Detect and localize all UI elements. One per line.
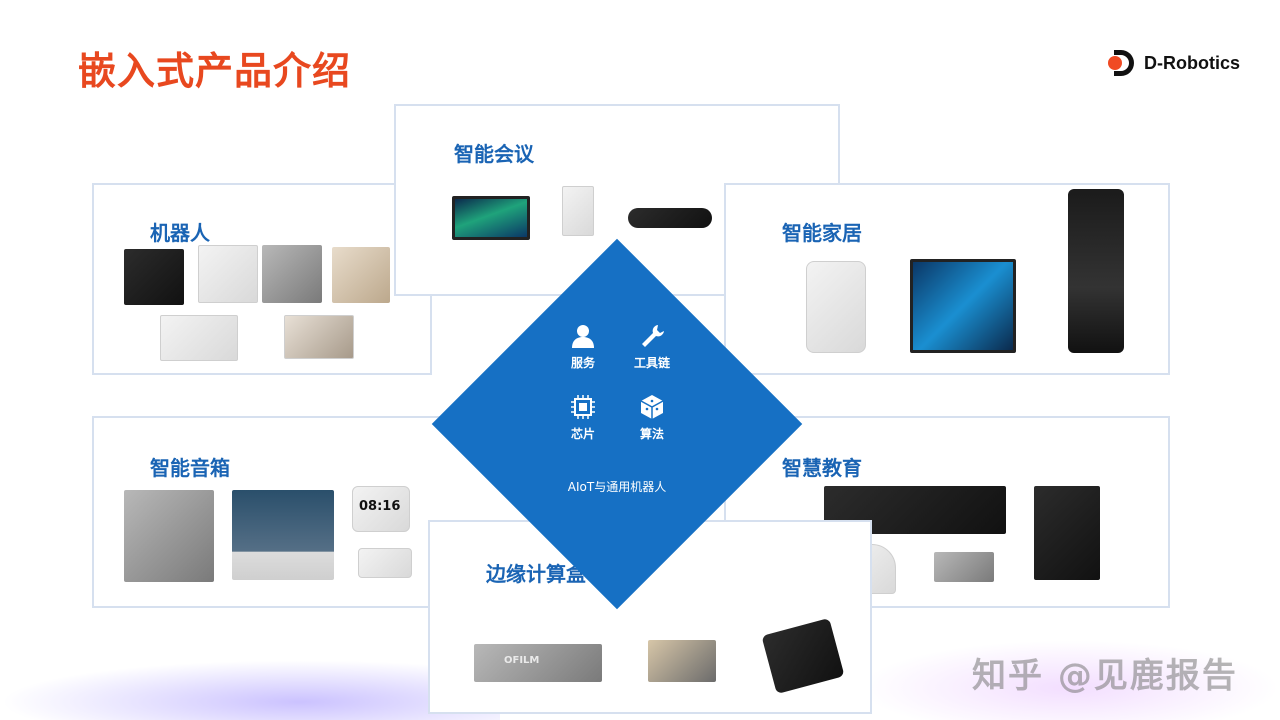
companion-robot-image (284, 315, 354, 359)
card-title: 机器人 (150, 221, 210, 245)
smart-mirror-image (1068, 189, 1124, 353)
center-label: 芯片 (570, 427, 595, 441)
robot-vacuum-image (332, 247, 390, 303)
page-title: 嵌入式产品介绍 (78, 49, 352, 93)
box-brand-label: OFILM (504, 655, 540, 666)
logo-text: D-Robotics (1144, 52, 1240, 73)
wrench-icon (642, 325, 664, 347)
chip-icon (571, 395, 595, 419)
edge-module-image (761, 617, 845, 695)
edge-board-image (648, 640, 716, 682)
clock-readout: 08:16 (359, 499, 401, 514)
edge-box-image: OFILM (474, 644, 602, 682)
center-item-chip: 芯片 (553, 393, 613, 442)
projector-image (124, 490, 214, 582)
card-title: 智慧教育 (782, 456, 862, 480)
center-label: 算法 (639, 427, 664, 441)
watermark: 知乎 @见鹿报告 (972, 656, 1238, 696)
cube-icon (640, 395, 664, 419)
card-title: 智能音箱 (150, 456, 230, 480)
background-glow-right (860, 640, 1280, 720)
conference-camera-image (562, 186, 594, 236)
edge-device-image (934, 552, 994, 582)
card-home: 智能家居 (724, 183, 1170, 375)
smart-display-image (232, 490, 334, 580)
robot-vacuum-image (198, 245, 258, 303)
center-label: 工具链 (633, 356, 670, 370)
card-robot: 机器人 (92, 183, 432, 375)
smart-clock-image: 08:16 (352, 486, 410, 532)
user-service-icon (572, 325, 594, 348)
edu-terminal-image (1034, 486, 1100, 580)
smart-speaker-image (358, 548, 412, 578)
center-caption: AIoT与通用机器人 (567, 480, 667, 494)
meeting-display-image (452, 196, 530, 240)
brand-logo: D-Robotics (1108, 50, 1240, 76)
companion-robot-image (160, 315, 238, 361)
video-bar-image (628, 208, 712, 228)
center-item-toolchain: 工具链 (622, 322, 682, 371)
tv-image (910, 259, 1016, 353)
robot-vacuum-image (124, 249, 184, 305)
robot-vacuum-image (262, 245, 322, 303)
card-title: 智能家居 (782, 221, 862, 245)
center-label: 服务 (570, 356, 595, 370)
card-title: 智能会议 (454, 142, 534, 166)
center-item-service: 服务 (553, 322, 613, 371)
home-camera-image (806, 261, 866, 353)
background-glow-left (0, 660, 500, 720)
card-title: 边缘计算盒 (486, 562, 586, 586)
logo-icon (1108, 50, 1134, 76)
center-item-algorithm: 算法 (622, 393, 682, 442)
